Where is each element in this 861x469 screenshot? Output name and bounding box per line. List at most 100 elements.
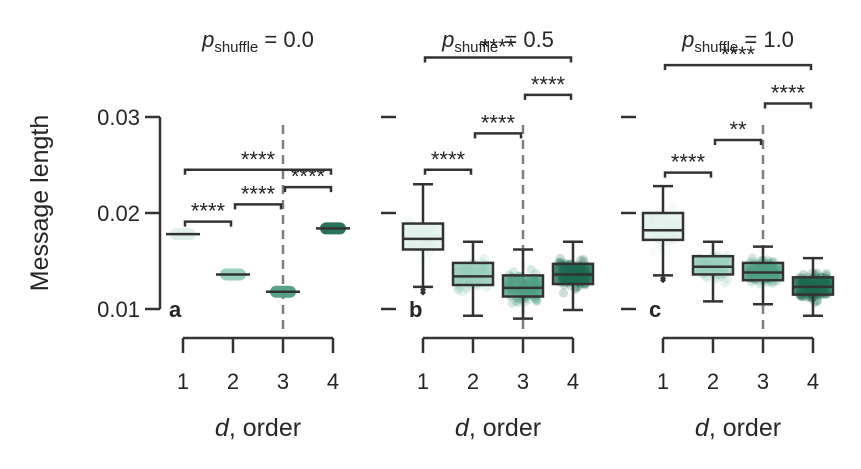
x-tick-label: 3: [757, 369, 769, 394]
bracket-label: ****: [191, 199, 226, 224]
group-3: [501, 248, 545, 320]
group-4: [316, 222, 350, 235]
x-tick-label: 2: [227, 369, 239, 394]
strip-point: [648, 247, 658, 257]
group-1: [641, 184, 685, 284]
strip-point: [458, 287, 468, 297]
strip-point: [578, 254, 588, 264]
bracket-line: [763, 102, 813, 109]
strip-point: [702, 273, 712, 283]
bracket-label: ****: [431, 147, 466, 172]
x-tick-label: 3: [277, 369, 289, 394]
x-axis-label: d, order: [455, 414, 541, 442]
strip-point: [507, 298, 517, 308]
y-tick-label: 0.01: [97, 297, 140, 322]
strip-point: [812, 296, 822, 306]
group-2: [216, 268, 250, 281]
strip-point: [423, 251, 433, 261]
y-tick-label: 0.03: [97, 105, 140, 130]
strip-point: [513, 297, 523, 307]
box: [691, 254, 735, 276]
significance-bracket: ****: [183, 199, 233, 227]
bracket-label: ****: [481, 34, 516, 59]
x-tick-label: 4: [807, 369, 819, 394]
flier: [660, 275, 666, 282]
x-tick-label: 4: [567, 369, 579, 394]
significance-bracket: ****: [423, 147, 473, 175]
panel-letter: a: [169, 297, 182, 322]
bracket-line: [473, 132, 523, 139]
bracket-line: [233, 203, 283, 210]
panel-title: pshuffle = 1.0: [681, 27, 794, 56]
strip-point: [508, 267, 518, 277]
x-tick-label: 2: [467, 369, 479, 394]
significance-bracket: ****: [183, 147, 333, 175]
significance-bracket: ****: [663, 42, 813, 71]
x-tick-label: 3: [517, 369, 529, 394]
group-2: [691, 240, 735, 303]
group-1: [166, 228, 200, 241]
strip-point: [526, 265, 536, 275]
group-4: [551, 240, 595, 312]
panel-title: pshuffle = 0.0: [201, 27, 314, 56]
flier: [420, 286, 426, 293]
significance-bracket: ****: [473, 110, 523, 139]
bracket-line: [423, 168, 473, 175]
bracket-label: ****: [671, 150, 706, 175]
bracket-label: ****: [481, 110, 516, 135]
y-tick-label: 0.02: [97, 201, 140, 226]
strip-point: [821, 268, 831, 278]
group-3: [266, 285, 300, 298]
strip-point: [812, 296, 822, 306]
x-axis-label: d, order: [695, 414, 781, 442]
box: [641, 211, 685, 242]
strip-point: [723, 274, 733, 284]
strip-point: [747, 253, 757, 263]
significance-bracket: ****: [233, 181, 283, 210]
strip-point: [453, 284, 463, 294]
bracket-label: ****: [531, 72, 566, 97]
strip-point: [667, 201, 677, 211]
box: [401, 222, 445, 251]
x-tick-label: 2: [707, 369, 719, 394]
bracket-label: **: [729, 117, 747, 142]
bracket-label: ****: [241, 147, 276, 172]
strip-point: [461, 284, 471, 294]
strip-point: [453, 285, 463, 295]
bracket-line: [183, 220, 233, 227]
significance-bracket: ****: [283, 164, 333, 193]
strip-point: [720, 278, 730, 288]
strip-point: [532, 296, 542, 306]
x-tick-label: 4: [327, 369, 339, 394]
bracket-line: [423, 56, 573, 63]
bracket-label: ****: [241, 181, 276, 206]
x-tick-label: 1: [177, 369, 189, 394]
significance-bracket: **: [713, 117, 763, 146]
strip-point: [479, 253, 489, 263]
strip-point: [576, 255, 586, 265]
strip-point: [559, 288, 569, 298]
panel-title: pshuffle = 0.5: [441, 27, 554, 56]
strip-point: [712, 274, 722, 284]
group-1: [401, 182, 445, 296]
panels: pshuffle = 0.0 0.01 0.02 0.03 1 2 3 4 d, order **…: [97, 27, 835, 442]
significance-bracket: ****: [763, 81, 813, 109]
strip-point: [812, 268, 822, 278]
group-2: [451, 240, 495, 317]
significance-bracket: ****: [523, 72, 573, 100]
bracket-label: ****: [721, 42, 756, 67]
strip-point: [532, 296, 542, 306]
strip-point: [403, 214, 413, 224]
y-axis-label: Message length: [26, 115, 54, 292]
group-4: [791, 256, 835, 317]
panel-letter: b: [409, 297, 422, 322]
significance-bracket: ****: [663, 150, 713, 178]
bracket-label: ****: [291, 164, 326, 189]
significance-bracket: ****: [423, 34, 573, 63]
bracket-line: [663, 63, 813, 71]
group-3: [741, 245, 785, 306]
bracket-line: [523, 93, 573, 100]
